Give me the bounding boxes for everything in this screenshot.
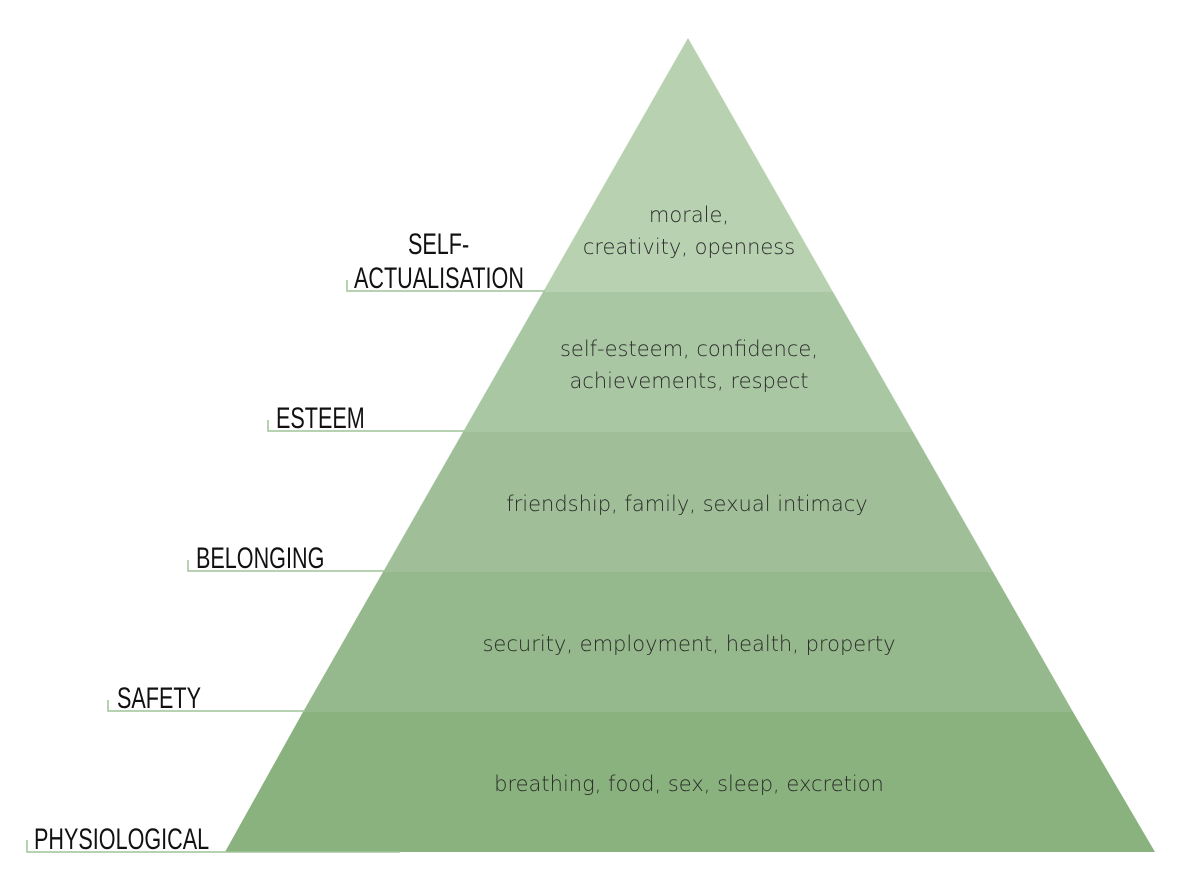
band-safety	[303, 572, 1073, 712]
desc-esteem-line2: achievements, respect	[569, 369, 808, 393]
level-label-belonging: BELONGING	[196, 540, 324, 574]
leader-line-esteem	[267, 420, 465, 432]
leader-line-physiological	[26, 840, 400, 853]
desc-esteem-line1: self-esteem, confidence,	[560, 337, 818, 361]
level-label-esteem: ESTEEM	[276, 400, 365, 434]
band-belonging	[383, 432, 993, 572]
desc-physiological: breathing, food, sex, sleep, excretion	[494, 772, 884, 796]
desc-self-actualisation-line1: morale,	[649, 203, 729, 227]
level-label-safety: SAFETY	[117, 680, 201, 714]
leader-line-belonging	[187, 560, 385, 572]
desc-belonging: friendship, family, sexual intimacy	[506, 492, 867, 516]
band-self-actualisation	[543, 38, 833, 292]
level-label-self-actualisation-line2: ACTUALISATION	[354, 260, 524, 294]
band-esteem	[463, 292, 913, 432]
desc-safety: security, employment, health, property	[482, 632, 895, 656]
level-label-self-actualisation-line1: SELF-	[408, 226, 469, 260]
level-label-physiological: PHYSIOLOGICAL	[34, 821, 209, 855]
band-physiological	[225, 712, 1155, 852]
desc-self-actualisation-line2: creativity, openness	[583, 235, 795, 259]
leader-line-safety	[107, 700, 305, 712]
leader-line-self-actualisation	[346, 280, 545, 292]
